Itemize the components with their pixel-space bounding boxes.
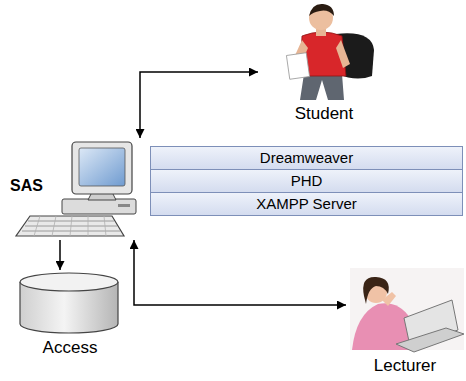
band-label: XAMPP Server	[256, 195, 357, 213]
computer-icon-part	[72, 142, 132, 194]
connector-arrow	[140, 72, 258, 138]
band-label: PHD	[291, 172, 323, 190]
lecturer-figure	[350, 268, 464, 352]
node-label: SAS	[10, 176, 43, 195]
computer-icon-part	[62, 199, 136, 214]
connector-arrow	[59, 240, 61, 270]
node-label: Access	[43, 338, 98, 358]
software-band: PHD	[150, 169, 463, 193]
database-node: Access	[12, 270, 128, 362]
computer-icon-part	[16, 216, 124, 236]
computer-icon-part	[118, 204, 130, 207]
student-figure-part	[300, 74, 344, 100]
student-figure-part	[309, 4, 334, 16]
lecturer-figure-part	[382, 292, 396, 306]
lecturer-figure-part	[396, 328, 464, 352]
student-figure	[286, 4, 374, 100]
student-figure-part	[286, 53, 309, 80]
computer-icon-part	[34, 216, 106, 236]
band-label: Dreamweaver	[260, 149, 353, 167]
actor-node: Lecturer	[346, 266, 464, 379]
computer-node: SAS	[6, 138, 148, 240]
node-label: Lecturer	[374, 356, 436, 376]
database-cylinder-part	[20, 273, 118, 291]
node-label: Student	[295, 104, 354, 124]
software-band: Dreamweaver	[150, 146, 463, 170]
database-cylinder	[20, 273, 118, 333]
student-figure-part	[336, 40, 350, 68]
computer-icon-part	[79, 148, 125, 186]
connector-arrow	[134, 240, 346, 305]
actor-node: Student	[258, 0, 390, 126]
software-band: XAMPP Server	[150, 192, 463, 216]
